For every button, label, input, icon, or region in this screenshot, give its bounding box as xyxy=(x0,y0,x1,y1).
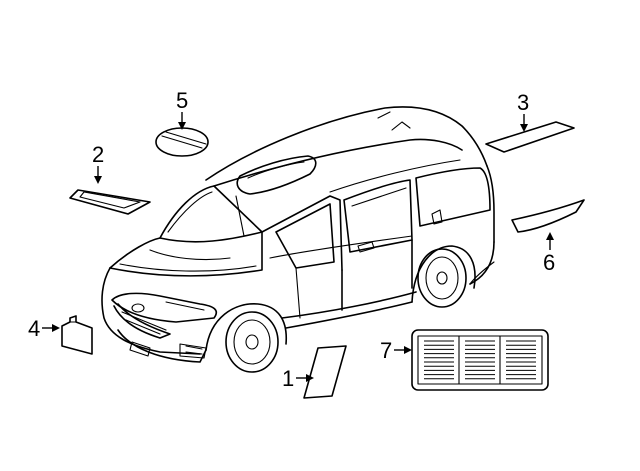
callout-5: 5 xyxy=(176,88,188,130)
callout-4-number: 4 xyxy=(28,316,40,341)
callout-4: 4 xyxy=(28,316,60,341)
callout-6: 6 xyxy=(543,232,555,275)
callout-7-number: 7 xyxy=(380,338,392,363)
callout-2-number: 2 xyxy=(92,142,104,167)
callout-5-number: 5 xyxy=(176,88,188,113)
part-2-label xyxy=(69,189,151,215)
part-1-label xyxy=(303,345,347,399)
callout-2: 2 xyxy=(92,142,104,184)
part-3-label xyxy=(485,121,575,153)
part-4-label xyxy=(61,315,93,355)
callout-6-number: 6 xyxy=(543,250,555,275)
callout-3-number: 3 xyxy=(517,90,529,115)
callout-3: 3 xyxy=(517,90,529,132)
callout-1: 1 xyxy=(282,366,314,391)
placard-text-lines xyxy=(424,340,536,380)
part-5-label xyxy=(155,127,209,157)
minivan-illustration xyxy=(101,106,495,373)
part-6-label xyxy=(511,199,585,233)
part-7-placard xyxy=(411,329,549,391)
callout-1-number: 1 xyxy=(282,366,294,391)
callout-7: 7 xyxy=(380,338,412,363)
